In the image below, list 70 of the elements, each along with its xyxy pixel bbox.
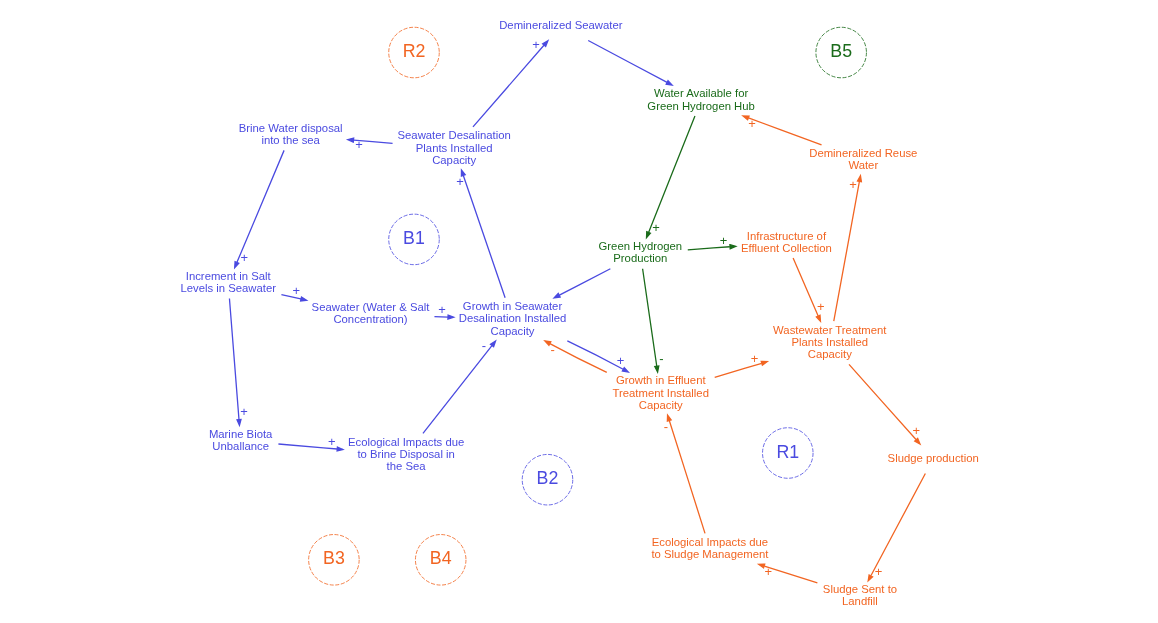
edge-label: + — [651, 219, 660, 235]
edge-label: - — [481, 337, 486, 353]
arrow — [713, 360, 769, 378]
arrow — [233, 149, 285, 270]
node-text: Ecological Impacts due to Brine Disposal in the Sea — [347, 435, 464, 472]
edge-label: + — [911, 422, 920, 438]
node-text: Growth in Effluent Treatment Installed Capacity — [612, 374, 709, 411]
edge-label: + — [531, 37, 540, 53]
label: B5 — [829, 41, 852, 62]
arrow — [566, 340, 630, 373]
node-text: Ecological Impacts due to Sludge Management — [650, 535, 768, 560]
edge-label: + — [616, 352, 624, 368]
node-text: Sludge production — [887, 451, 979, 464]
edge-label: - — [658, 350, 663, 366]
edge-label: + — [874, 564, 882, 580]
edge-label: + — [437, 302, 446, 318]
edge-label: + — [239, 404, 248, 420]
node-text: Seawater (Water & Salt Concentration) — [311, 301, 429, 326]
arrow — [345, 137, 393, 144]
arrow — [666, 413, 706, 534]
node-text: Infrastructure of Effluent Collection — [740, 229, 832, 254]
label: B1 — [402, 227, 425, 248]
edge-label: + — [240, 250, 248, 266]
node-text: Water Available for Green Hydrogen Hub — [646, 87, 755, 112]
node-text: Growth in Seawater Desalination Installed Capacity — [458, 300, 566, 337]
arrow — [756, 563, 818, 584]
label: R2 — [402, 41, 425, 62]
edge-label: + — [292, 283, 300, 299]
arrow — [551, 268, 611, 299]
arrow — [686, 243, 738, 251]
label: B4 — [429, 548, 452, 569]
arrow — [866, 472, 926, 583]
arrow — [421, 339, 497, 435]
node-text: Wastewater Treatment Plants Installed Capacity — [772, 323, 886, 360]
node-text: Increment in Salt Levels in Seawater — [179, 269, 276, 295]
arrow — [228, 297, 242, 428]
node-text: Demineralized Reuse Water — [808, 147, 917, 172]
edge-label: + — [747, 116, 756, 132]
arrow — [280, 294, 308, 302]
edge-label: + — [327, 434, 335, 450]
node-text: Green Hydrogen Production — [598, 240, 682, 265]
node-text: Demineralized Seawater — [498, 18, 622, 31]
node-text: Seawater Desalination Plants Installed Capacity — [397, 129, 511, 166]
edge-label: + — [848, 177, 857, 193]
edge-label: + — [354, 137, 363, 153]
node-text: Marine Biota Unballance — [208, 427, 272, 452]
edge-label: + — [816, 299, 825, 315]
arrow — [847, 363, 921, 446]
edge-label: + — [750, 350, 758, 366]
arrow — [832, 173, 862, 322]
arrow — [587, 39, 674, 86]
node-text: Brine Water disposal into the sea — [238, 121, 343, 146]
arrow — [471, 39, 549, 128]
arrow — [645, 115, 696, 240]
label: B2 — [536, 468, 558, 489]
node-text: Sludge Sent to Landfill — [822, 583, 897, 608]
label: R1 — [775, 441, 799, 462]
arrow — [460, 168, 506, 299]
edge-label: - — [663, 418, 668, 434]
arrow — [433, 314, 456, 320]
arrow — [641, 268, 660, 374]
edge-label: + — [455, 173, 464, 189]
label: B3 — [322, 548, 345, 569]
arrow — [740, 115, 822, 146]
edge-label: + — [763, 564, 772, 580]
arrow — [791, 257, 821, 324]
arrow — [277, 443, 345, 452]
edge-label: - — [549, 342, 555, 358]
arrow — [542, 339, 607, 373]
edge-label: + — [719, 232, 727, 248]
